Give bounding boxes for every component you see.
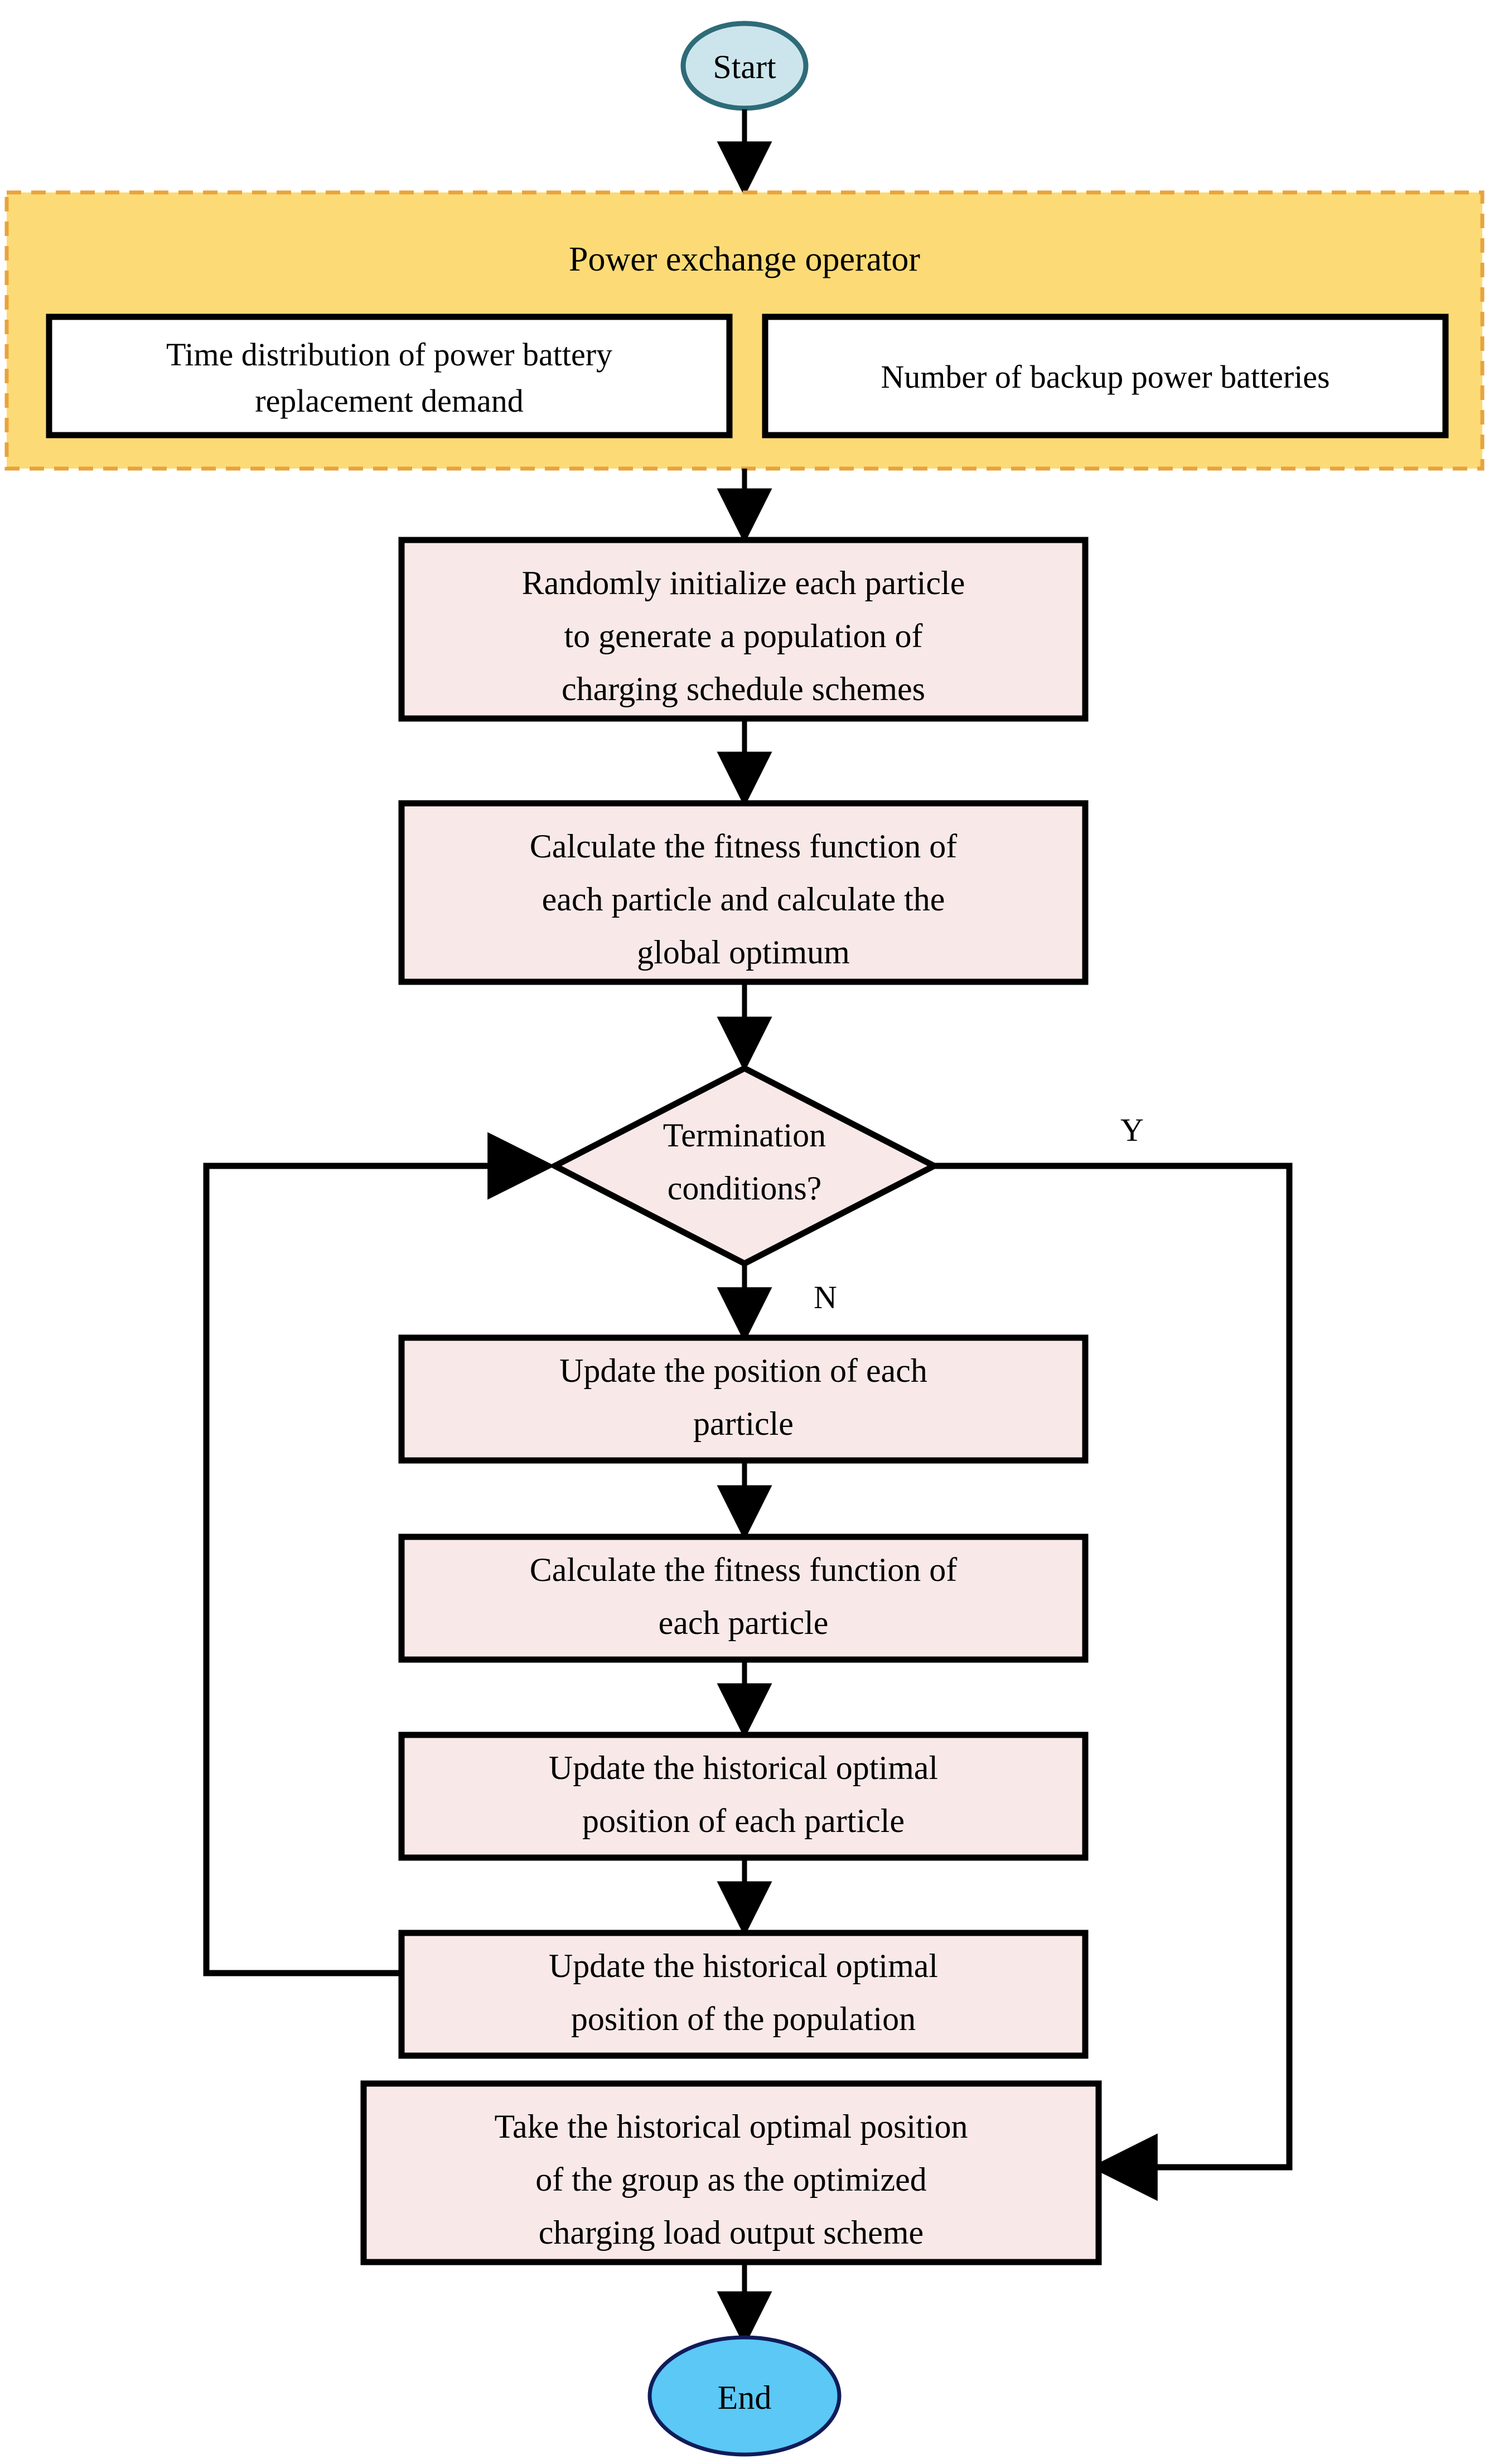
update-position-line-1: Update the position of each	[559, 1352, 927, 1389]
decision-node-termination[interactable]: Termination conditions?	[548, 1064, 941, 1267]
connector-loop-back	[203, 1132, 555, 1976]
update-pbest-line-2: position of each particle	[582, 1802, 905, 1839]
init-line-3: charging schedule schemes	[562, 671, 925, 707]
update-gbest-line-2: position of the population	[571, 2000, 916, 2037]
fitness-global-line-3: global optimum	[637, 934, 850, 971]
process-node-update-position[interactable]: Update the position of each particle	[398, 1334, 1089, 1464]
panel-item-time-distribution[interactable]: Time distribution of power battery repla…	[46, 314, 733, 438]
panel-item-2-line-1: Number of backup power batteries	[881, 359, 1330, 395]
panel-item-1-line-1: Time distribution of power battery	[166, 336, 612, 373]
fitness-each-box	[398, 1534, 1089, 1663]
process-node-fitness-each[interactable]: Calculate the fitness function of each p…	[398, 1534, 1089, 1663]
start-node[interactable]: Start	[680, 21, 809, 111]
end-node[interactable]: End	[647, 2335, 842, 2457]
output-line-1: Take the historical optimal position	[495, 2108, 968, 2145]
update-pbest-line-1: Update the historical optimal	[549, 1749, 938, 1786]
fitness-global-line-2: each particle and calculate the	[542, 881, 945, 918]
decision-diamond-shape	[548, 1064, 941, 1267]
power-exchange-operator-panel: Power exchange operator Time distributio…	[4, 190, 1485, 471]
panel-title: Power exchange operator	[569, 240, 920, 278]
output-line-3: charging load output scheme	[539, 2214, 924, 2251]
process-node-update-pbest[interactable]: Update the historical optimal position o…	[398, 1732, 1089, 1861]
panel-item-backup-batteries[interactable]: Number of backup power batteries	[762, 314, 1449, 438]
update-position-box	[398, 1334, 1089, 1464]
end-ellipse-shape	[647, 2335, 842, 2457]
decision-yes-label: Y	[1120, 1112, 1144, 1148]
start-label: Start	[713, 49, 776, 85]
output-box	[360, 2080, 1102, 2265]
start-ellipse-shape	[680, 21, 809, 111]
fitness-each-line-1: Calculate the fitness function of	[530, 1551, 957, 1588]
panel-item-1-line-2: replacement demand	[255, 383, 523, 419]
process-node-init[interactable]: Randomly initialize each particle to gen…	[398, 537, 1089, 722]
output-line-2: of the group as the optimized	[535, 2161, 926, 2198]
decision-line-2: conditions?	[668, 1170, 822, 1207]
update-gbest-box	[398, 1930, 1089, 2059]
fitness-global-box	[398, 800, 1089, 985]
decision-line-1: Termination	[663, 1117, 826, 1154]
init-line-1: Randomly initialize each particle	[522, 565, 965, 601]
update-gbest-line-1: Update the historical optimal	[549, 1947, 938, 1984]
process-node-output[interactable]: Take the historical optimal position of …	[360, 2080, 1102, 2265]
init-line-2: to generate a population of	[564, 618, 922, 654]
process-node-update-gbest[interactable]: Update the historical optimal position o…	[398, 1930, 1089, 2059]
process-node-fitness-global[interactable]: Calculate the fitness function of each p…	[398, 800, 1089, 985]
panel-item-1-box	[46, 314, 733, 438]
update-position-line-2: particle	[693, 1405, 794, 1442]
fitness-global-line-1: Calculate the fitness function of	[530, 828, 957, 865]
end-label: End	[718, 2379, 772, 2416]
fitness-each-line-2: each particle	[659, 1604, 829, 1641]
connector-yes-branch	[934, 1163, 1293, 2201]
decision-no-label: N	[814, 1279, 837, 1315]
panel-item-2-box	[762, 314, 1449, 438]
